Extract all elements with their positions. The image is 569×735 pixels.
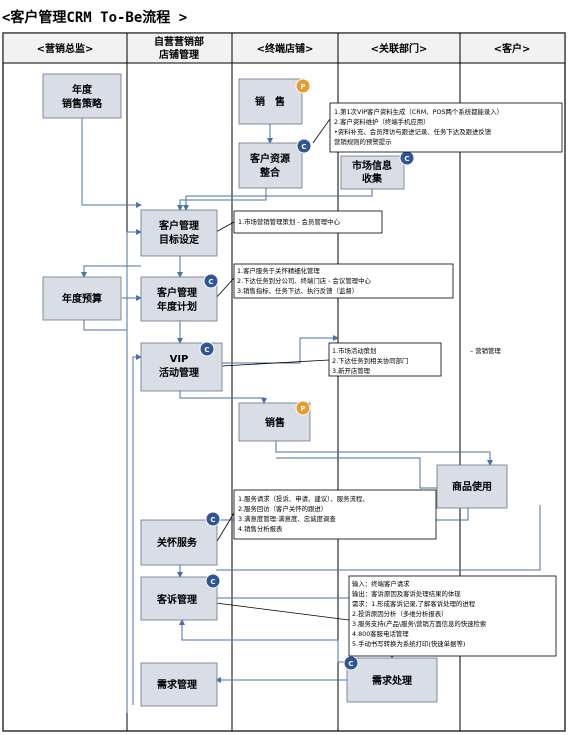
svg-text:4.800客服电话管理: 4.800客服电话管理 — [352, 629, 409, 638]
svg-text:2.下达任务到分公司、终端门店 - 会议管理中心: 2.下达任务到分公司、终端门店 - 会议管理中心 — [237, 276, 371, 285]
process-badge-icon — [295, 400, 311, 416]
svg-text:客诉管理: 客诉管理 — [156, 593, 197, 606]
svg-text:客户管理: 客户管理 — [158, 219, 199, 232]
svg-text:目标设定: 目标设定 — [159, 233, 199, 246]
process-box-product-usage: 商品使用 — [436, 464, 508, 509]
svg-text:C: C — [348, 660, 353, 668]
svg-text:3.满意度管理:满意度、忠诚度调查: 3.满意度管理:满意度、忠诚度调查 — [238, 514, 336, 523]
svg-text:整合: 整合 — [259, 166, 281, 179]
svg-text:C: C — [404, 155, 409, 163]
svg-text:年度计划: 年度计划 — [157, 300, 197, 313]
svg-text:商品使用: 商品使用 — [452, 480, 492, 493]
process-box-sales-1: 销 售 P — [238, 78, 311, 125]
page-title: <客户管理CRM To-Be流程 > — [2, 10, 188, 26]
svg-text:关怀服务: 关怀服务 — [157, 536, 198, 549]
lane-self-operated-header-line2: 店铺管理 — [159, 48, 199, 61]
svg-text:需求：1.形成客诉记录,了解客诉处理的进程: 需求：1.形成客诉记录,了解客诉处理的进程 — [352, 599, 476, 608]
svg-text:客户管理: 客户管理 — [156, 286, 197, 299]
svg-text:3.销售指标、任务下达、执行反馈（监督）: 3.销售指标、任务下达、执行反馈（监督） — [237, 286, 358, 295]
svg-text:销售策略: 销售策略 — [62, 97, 103, 110]
svg-text:销 售: 销 售 — [255, 95, 285, 108]
process-badge-icon — [205, 573, 221, 589]
svg-text:客户资源: 客户资源 — [249, 152, 290, 165]
note-target: 1.市场营销管理策划 - 会员管理中心 — [233, 210, 383, 234]
flow-connectors — [81, 118, 541, 713]
svg-text:2.投诉原因分析（多维分析报表）: 2.投诉原因分析（多维分析报表） — [352, 609, 448, 618]
svg-text:C: C — [210, 516, 215, 524]
svg-text:2.客户资料维护（终端手机应用）: 2.客户资料维护（终端手机应用） — [334, 117, 430, 126]
lane-self-operated-header: 自营营销部 — [154, 35, 204, 48]
process-box-vip-activity-mgmt: VIP 活动管理 C — [140, 341, 223, 392]
lane-terminal-store-header: <终端店铺> — [257, 42, 314, 55]
svg-text:VIP: VIP — [170, 354, 189, 365]
note-vip-activity: 1.市场活动策划 2.下达任务到相关协同部门 3.新开店管理 — [328, 342, 442, 377]
svg-text:C: C — [208, 278, 213, 286]
svg-text:需求处理: 需求处理 — [372, 674, 412, 687]
note-marketing-mgmt: – 营销管理 — [470, 346, 501, 355]
process-box-demand-mgmt: 需求管理 — [140, 662, 218, 707]
svg-text:1.客户服务于关怀精细化管理: 1.客户服务于关怀精细化管理 — [237, 266, 320, 275]
process-box-demand-handling: 需求处理 C — [343, 655, 438, 703]
svg-text:3.服务支持(产品\服务\营销方面信息的快速检索: 3.服务支持(产品\服务\营销方面信息的快速检索 — [352, 619, 486, 628]
process-badge-icon — [296, 138, 312, 154]
svg-text:营销规则的预警提示: 营销规则的预警提示 — [334, 137, 392, 146]
svg-text:销售: 销售 — [265, 416, 285, 429]
svg-text:3.新开店管理: 3.新开店管理 — [332, 366, 371, 375]
svg-text:2.服务回访（客户关怀的跟进）: 2.服务回访（客户关怀的跟进） — [238, 504, 327, 513]
process-box-customer-data-integration: 客户资源 整合 C — [238, 138, 312, 189]
note-complaint: 输入：终端客户请求 输出：客诉原因及客诉处理结果的体现 需求：1.形成客诉记录,… — [348, 575, 557, 657]
svg-text:P: P — [300, 83, 305, 91]
note-annual-plan: 1.客户服务于关怀精细化管理 2.下达任务到分公司、终端门店 - 会议管理中心 … — [233, 263, 454, 299]
lane-customer-header: <客户> — [494, 42, 531, 55]
svg-text:收集: 收集 — [362, 172, 383, 185]
svg-text:1.市场营销管理策划 - 会员管理中心: 1.市场营销管理策划 - 会员管理中心 — [238, 217, 341, 226]
process-badge-icon — [205, 511, 221, 527]
svg-text:输入：终端客户请求: 输入：终端客户请求 — [352, 579, 410, 588]
process-box-complaint-mgmt: 客诉管理 C — [140, 573, 221, 621]
svg-text:5.手动书写转换为系统打印(快速单据等): 5.手动书写转换为系统打印(快速单据等) — [352, 639, 465, 648]
svg-text:年度预算: 年度预算 — [62, 292, 102, 305]
process-box-market-info-collection: 市场信息 收集 C — [340, 150, 415, 190]
process-box-customer-mgmt-target: 客户管理 目标设定 — [140, 209, 218, 257]
svg-text:需求管理: 需求管理 — [157, 678, 197, 691]
svg-text:输出：客诉原因及客诉处理结果的体现: 输出：客诉原因及客诉处理结果的体现 — [352, 589, 461, 598]
svg-text:C: C — [301, 143, 306, 151]
process-box-care-service: 关怀服务 C — [140, 511, 221, 566]
process-box-customer-mgmt-annual-plan: 客户管理 年度计划 C — [140, 273, 219, 322]
note-connectors — [215, 118, 350, 621]
svg-text:1.服务请求（投诉、申请、建议）、服务流程、: 1.服务请求（投诉、申请、建议）、服务流程、 — [238, 494, 369, 503]
svg-text:2.下达任务到相关协同部门: 2.下达任务到相关协同部门 — [332, 356, 408, 365]
svg-text:1.市场活动策划: 1.市场活动策划 — [332, 346, 376, 355]
lane-marketing-director-header: <营销总监> — [37, 42, 94, 55]
svg-text:•资料补充、会员拜访与跟进记录、任务下达及跟进反馈: •资料补充、会员拜访与跟进记录、任务下达及跟进反馈 — [334, 127, 492, 136]
note-vip-data: 1.第1次VIP客户资料生成（CRM、POS两个系统都能录入） 2.客户资料维护… — [329, 102, 563, 153]
svg-text:市场信息: 市场信息 — [352, 159, 392, 172]
svg-text:P: P — [300, 405, 305, 413]
svg-text:年度: 年度 — [72, 83, 93, 96]
note-care: 1.服务请求（投诉、申请、建议）、服务流程、 2.服务回访（客户关怀的跟进） 3… — [233, 489, 437, 540]
process-badge-icon — [199, 341, 215, 357]
process-box-annual-sales-strategy: 年度 销售策略 — [42, 73, 122, 119]
process-box-annual-budget: 年度预算 — [42, 276, 122, 321]
svg-text:1.第1次VIP客户资料生成（CRM、POS两个系统都能录入: 1.第1次VIP客户资料生成（CRM、POS两个系统都能录入） — [334, 107, 503, 116]
svg-text:C: C — [204, 346, 209, 354]
svg-text:C: C — [210, 578, 215, 586]
process-box-sales-2: 销售 P — [238, 400, 311, 442]
svg-text:4.销售分析报表: 4.销售分析报表 — [238, 524, 283, 533]
lane-related-dept-header: <关联部门> — [371, 42, 428, 55]
svg-text:活动管理: 活动管理 — [159, 366, 199, 379]
process-badge-icon — [203, 273, 219, 289]
process-badge-icon — [295, 78, 311, 94]
